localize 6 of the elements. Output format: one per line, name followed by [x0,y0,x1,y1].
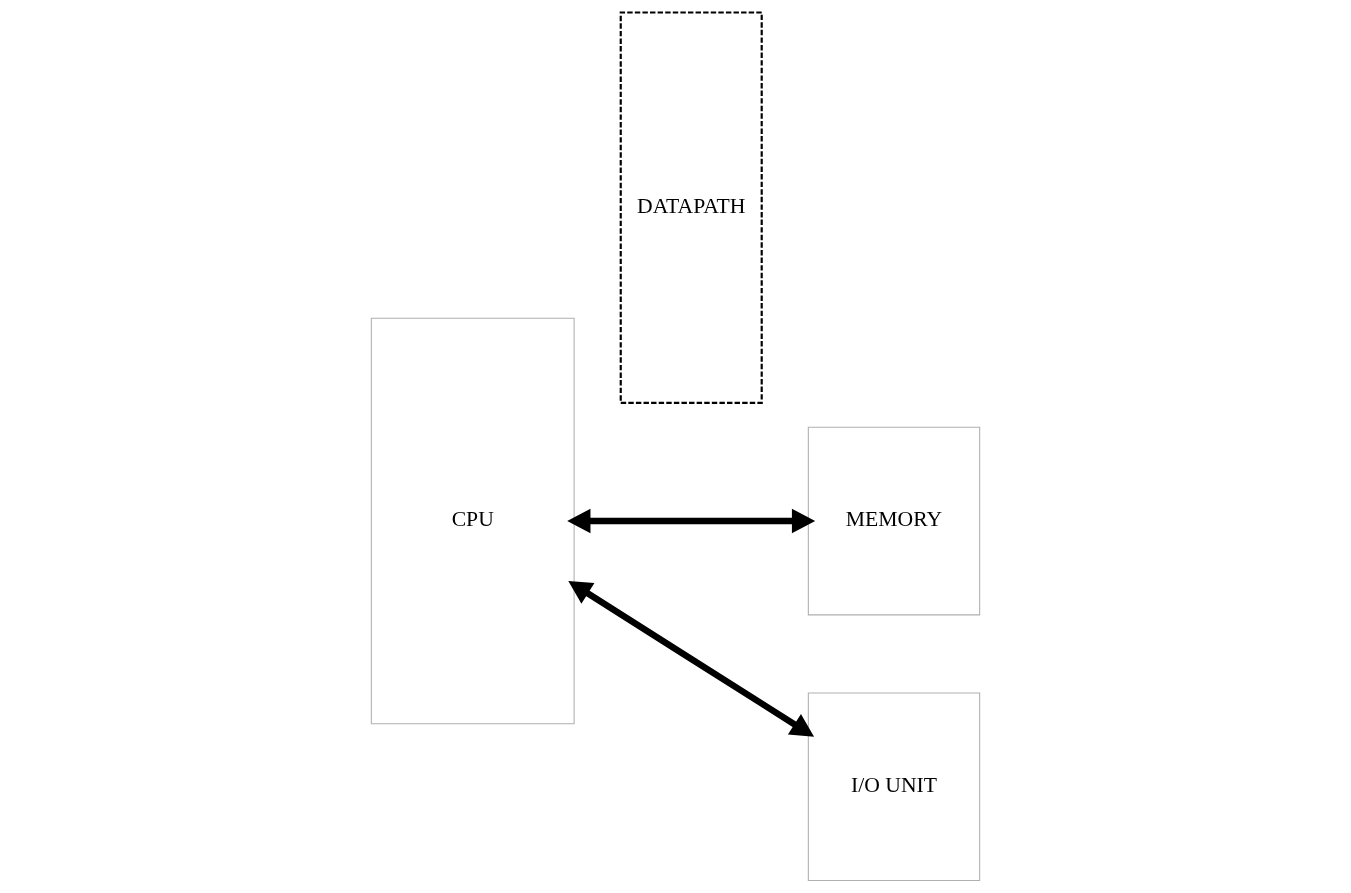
node-box: CPU [370,317,575,725]
node-box: DATAPATH [619,11,763,404]
node-box: I/O UNIT [807,692,981,882]
arrow [568,580,815,737]
arrow [567,508,816,534]
node-box: MEMORY [807,426,981,616]
